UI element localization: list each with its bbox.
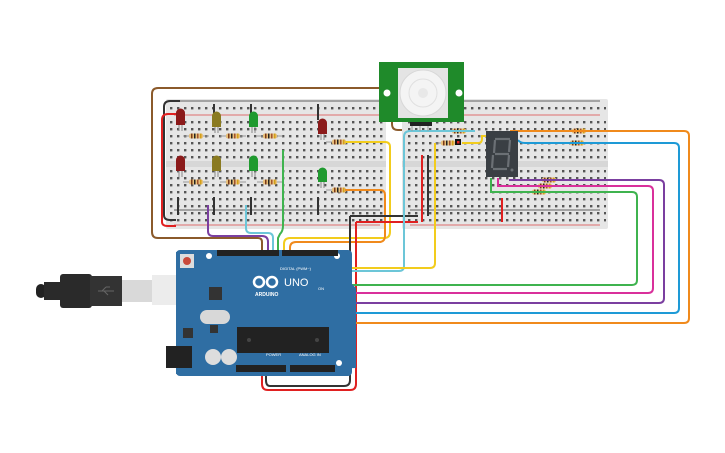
resistor-left-2 — [220, 133, 246, 139]
led-red-3 — [176, 155, 185, 177]
resistor-left-4 — [326, 139, 352, 145]
arduino-model: UNO — [284, 277, 309, 289]
resistor-left-1 — [183, 133, 209, 139]
led-green-2 — [249, 155, 258, 177]
analog-label: ANALOG IN — [299, 352, 321, 357]
digital-label: DIGITAL (PWM~) — [280, 266, 312, 271]
led-green-3 — [318, 167, 327, 188]
resistor-left-5 — [183, 179, 209, 185]
led-yellow-2 — [212, 155, 221, 177]
pir-sensor — [379, 62, 464, 131]
wire-lightblue-left — [245, 205, 274, 252]
wire-yellow-top — [283, 141, 391, 252]
led-red-2 — [318, 118, 327, 140]
arduino-brand: ARDUINO — [255, 292, 278, 298]
resistor-left-6 — [220, 179, 246, 185]
led-group — [176, 108, 327, 188]
wire-black-gnd-cross — [265, 216, 351, 387]
wire-orange-mid — [289, 189, 386, 252]
wire-yellow-seg-in — [462, 135, 487, 144]
arduino-uno: ARDUINO UNO DIGITAL (PWM~) POWER ANALOG … — [166, 250, 356, 376]
wire-black-left-gnd — [163, 100, 180, 221]
resistor-left-7 — [257, 179, 283, 185]
arduino-logo-icon — [252, 275, 279, 289]
usb-icon — [98, 286, 114, 296]
seven-segment-display — [486, 131, 518, 177]
led-yellow-1 — [212, 111, 221, 133]
wire-red-5v-cross — [261, 222, 357, 391]
resistors-left — [183, 133, 352, 193]
wire-red-left-vcc — [161, 113, 178, 227]
usb-cable[interactable] — [36, 274, 176, 308]
breadboard-left — [166, 99, 386, 229]
led-green-1 — [249, 111, 258, 133]
on-label: ON — [318, 286, 324, 291]
power-label: POWER — [266, 352, 281, 357]
resistor-left-3 — [257, 133, 283, 139]
wire-purple-left — [207, 205, 269, 252]
wire-brown — [151, 87, 405, 250]
led-cathode-wires — [177, 104, 319, 215]
led-red-1 — [176, 108, 185, 131]
wire-green-left — [277, 150, 284, 252]
